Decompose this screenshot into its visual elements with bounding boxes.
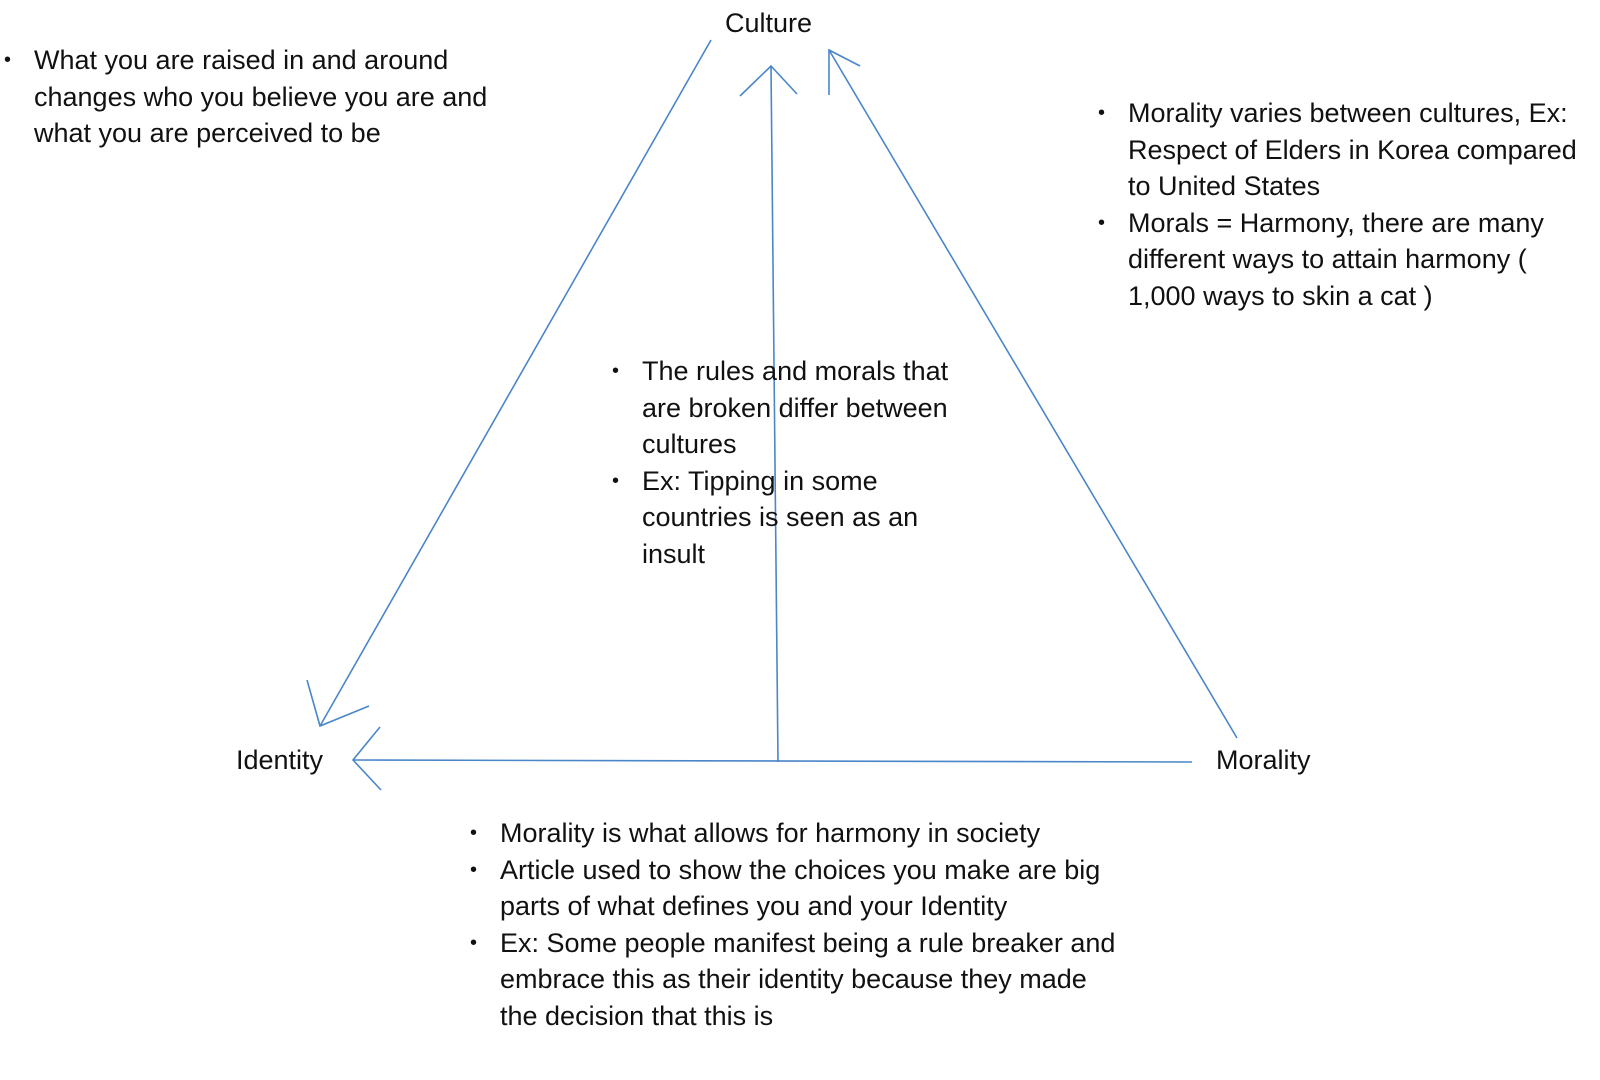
note-culture-morality: Morality varies between cultures, Ex: Re… xyxy=(1098,95,1598,314)
note-item: Ex: Tipping in some countries is seen as… xyxy=(612,463,962,573)
note-morality-identity: Morality is what allows for harmony in s… xyxy=(470,815,1130,1034)
note-item: Ex: Some people manifest being a rule br… xyxy=(470,925,1130,1035)
note-item: What you are raised in and around change… xyxy=(4,42,494,152)
arrow-culture-to-identity xyxy=(306,39,712,728)
arrow-morality-to-identity xyxy=(351,726,1193,791)
note-item: Morality varies between cultures, Ex: Re… xyxy=(1098,95,1598,205)
note-item: Morals = Harmony, there are many differe… xyxy=(1098,205,1598,315)
note-item: Morality is what allows for harmony in s… xyxy=(470,815,1130,852)
morality-label: Morality xyxy=(1216,745,1311,775)
note-item: The rules and morals that are broken dif… xyxy=(612,353,962,463)
note-center: The rules and morals that are broken dif… xyxy=(612,353,962,572)
identity-label: Identity xyxy=(236,745,324,775)
culture-label: Culture xyxy=(725,8,813,38)
note-item: Article used to show the choices you mak… xyxy=(470,852,1130,925)
note-culture-identity: What you are raised in and around change… xyxy=(4,42,494,152)
arrow-morality-to-culture xyxy=(828,48,1238,739)
